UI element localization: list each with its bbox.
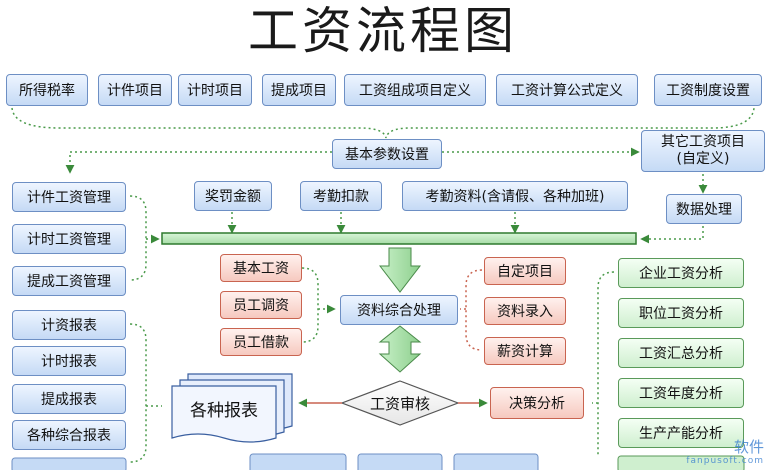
watermark-url: fanpusoft.com — [686, 456, 764, 466]
data-processing-box: 数据处理 — [666, 194, 742, 224]
attendance-data-box: 考勤资料(含请假、各种加班) — [402, 181, 628, 211]
top-item-system-setup: 工资制度设置 — [654, 74, 762, 106]
top-item-component-definition: 工资组成项目定义 — [344, 74, 486, 106]
employee-loan-box: 员工借款 — [220, 328, 302, 356]
custom-items-box: 自定项目 — [484, 257, 566, 285]
salary-calc-box: 薪资计算 — [484, 337, 566, 365]
report-piece-box: 计资报表 — [12, 310, 126, 340]
top-item-time-items: 计时项目 — [178, 74, 252, 106]
report-composite-box: 各种综合报表 — [12, 420, 126, 450]
top-item-formula-definition: 工资计算公式定义 — [496, 74, 638, 106]
report-time-box: 计时报表 — [12, 346, 126, 376]
analysis-capacity-box: 生产产能分析 — [618, 418, 744, 448]
collection-bar — [161, 232, 637, 245]
reward-penalty-box: 奖罚金额 — [194, 181, 272, 211]
composite-processing-box: 资料综合处理 — [340, 295, 458, 325]
bottom-partial-box-2 — [357, 453, 443, 470]
analysis-summary-box: 工资汇总分析 — [618, 338, 744, 368]
salary-adjust-box: 员工调资 — [220, 291, 302, 319]
decision-analysis-box: 决策分析 — [490, 387, 584, 419]
management-time-box: 计时工资管理 — [12, 224, 126, 254]
management-piece-box: 计件工资管理 — [12, 182, 126, 212]
data-entry-box: 资料录入 — [484, 297, 566, 325]
management-commission-box: 提成工资管理 — [12, 266, 126, 296]
watermark-logo: 软件 fanpusoft.com — [686, 440, 764, 468]
salary-ops-brace — [460, 269, 483, 351]
top-item-piece-items: 计件项目 — [98, 74, 172, 106]
top-row-brace — [11, 107, 755, 139]
left-partial-box — [11, 457, 127, 470]
base-salary-box: 基本工资 — [220, 254, 302, 282]
reports-label: 各种报表 — [190, 400, 258, 421]
reports-brace — [129, 323, 162, 463]
management-brace — [129, 195, 158, 281]
analysis-position-box: 职位工资分析 — [618, 298, 744, 328]
report-commission-box: 提成报表 — [12, 384, 126, 414]
analysis-brace — [592, 271, 615, 456]
audit-label: 工资审核 — [369, 394, 430, 413]
analysis-enterprise-box: 企业工资分析 — [618, 258, 744, 288]
top-item-tax-rate: 所得税率 — [6, 74, 88, 106]
diagram-title: 工资流程图 — [248, 2, 518, 60]
bar-to-process-arrow — [378, 247, 422, 293]
basic-settings-box: 基本参数设置 — [332, 139, 442, 169]
analysis-annual-box: 工资年度分析 — [618, 378, 744, 408]
other-items-box: 其它工资项目 (自定义) — [641, 130, 765, 172]
attendance-deduction-box: 考勤扣款 — [300, 181, 382, 211]
right-partial-box — [617, 455, 745, 470]
audit-diamond — [340, 380, 460, 426]
other-items-line1: 其它工资项目 — [661, 134, 745, 150]
reports-stack — [171, 373, 293, 443]
bottom-partial-box-3 — [453, 453, 539, 470]
salary-inputs-brace — [301, 267, 334, 343]
process-audit-arrow — [378, 325, 422, 373]
basic-to-left-connector — [65, 151, 332, 174]
bottom-partial-box-1 — [249, 453, 347, 470]
other-items-line2: (自定义) — [676, 151, 730, 167]
top-item-commission-items: 提成项目 — [262, 74, 336, 106]
data-to-bar-connector — [640, 226, 704, 244]
watermark-brand: 软件 — [733, 438, 764, 456]
